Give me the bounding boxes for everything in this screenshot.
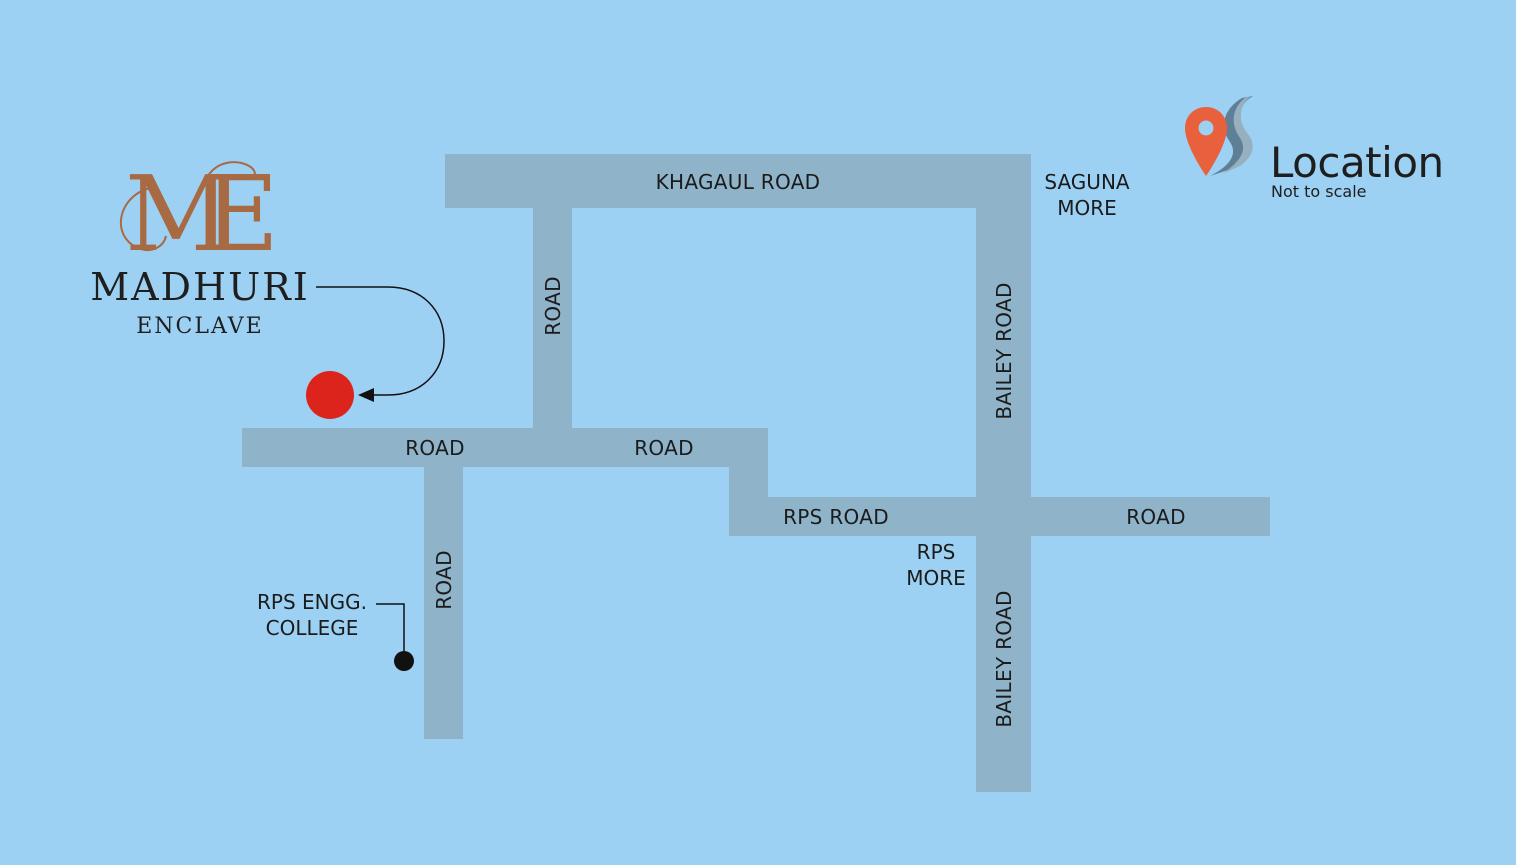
saguna-more-line2: MORE	[1057, 196, 1117, 220]
east-road-label: ROAD	[1126, 505, 1186, 529]
rps-engg-college-line1: RPS ENGG.	[257, 590, 367, 614]
arrow-head	[358, 388, 374, 402]
khagaul-road-label: KHAGAUL ROAD	[656, 170, 821, 194]
map-pin-road-icon	[1185, 96, 1253, 176]
legend-title: Location	[1270, 138, 1444, 187]
west-horizontal-road	[242, 428, 768, 467]
north-vertical-road	[533, 208, 572, 430]
rps-road-label: RPS ROAD	[783, 505, 889, 529]
brand-logo: ME MADHURI ENCLAVE	[90, 153, 310, 339]
brand-tagline: ENCLAVE	[136, 314, 264, 339]
legend-subtitle: Not to scale	[1271, 182, 1367, 201]
south-vertical-road	[424, 467, 463, 739]
legend: Location Not to scale	[1185, 96, 1444, 201]
middle-road-label: ROAD	[634, 436, 694, 460]
khagaul-road	[445, 154, 1031, 208]
pin-body	[1185, 107, 1227, 176]
rps-more-line2: MORE	[906, 566, 966, 590]
brand-name: MADHURI	[90, 265, 310, 309]
site-pointer-arrow	[316, 286, 445, 396]
pin-hole	[1198, 120, 1214, 136]
logo-swirl	[120, 187, 167, 252]
north-road-label: ROAD	[541, 276, 565, 336]
rps-more-line1: RPS	[917, 540, 956, 564]
bailey-road-north-label: BAILEY ROAD	[992, 282, 1016, 419]
bailey-road	[976, 154, 1031, 792]
road-ribbon-light	[1222, 96, 1253, 174]
college-leader-line	[376, 603, 405, 660]
bailey-road-south-label: BAILEY ROAD	[992, 590, 1016, 727]
site-location-marker	[306, 371, 354, 419]
west-road-label: ROAD	[405, 436, 465, 460]
saguna-more-line1: SAGUNA	[1044, 170, 1129, 194]
south-road-label: ROAD	[432, 550, 456, 610]
logo-swirl-top	[205, 161, 256, 181]
road-network	[242, 154, 1270, 792]
college-marker-dot	[394, 651, 414, 671]
logo-monogram: ME	[125, 153, 271, 275]
rps-engg-college-line2: COLLEGE	[266, 616, 359, 640]
